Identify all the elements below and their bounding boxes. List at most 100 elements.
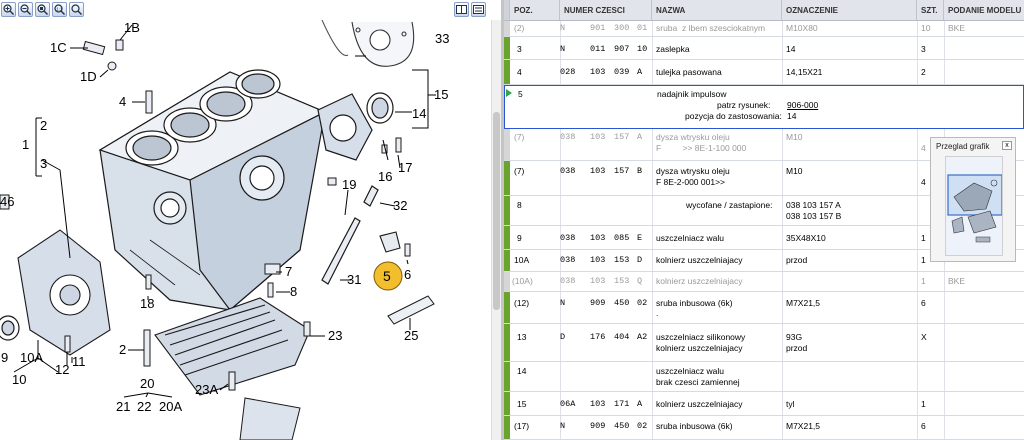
cell-szt: 1 — [921, 276, 926, 286]
table-row[interactable]: 13 D 176 404 A2 uszczelniacz silikonowy … — [504, 324, 1024, 362]
table-row[interactable]: (17) N 909 450 02 sruba inbusowa (6k) M7… — [504, 416, 1024, 440]
table-row[interactable]: (12) N 909 450 02 sruba inbusowa (6k) . … — [504, 292, 1024, 324]
cell-poz: (7) — [514, 166, 525, 176]
callout-20[interactable]: 20 — [140, 376, 154, 391]
close-icon[interactable]: x — [1002, 141, 1012, 150]
callout-6[interactable]: 6 — [404, 267, 411, 282]
cell-poz: 5 — [518, 89, 523, 99]
cell-p2: 103 — [590, 132, 606, 142]
svg-text:1:1: 1:1 — [56, 6, 63, 11]
table-header: POZ. NUMER CZESCI NAZWA OZNACZENIE SZT. … — [504, 0, 1024, 21]
callout-31[interactable]: 31 — [347, 272, 361, 287]
table-row[interactable]: 8 wycofane / zastapione: 038 103 157 A 0… — [504, 196, 1024, 226]
callout-18[interactable]: 18 — [140, 296, 154, 311]
table-row[interactable]: (10A) 038 103 153 Q kolnierz uszczelniaj… — [504, 272, 1024, 292]
split-view-icon[interactable] — [454, 2, 469, 17]
magnifier-icon[interactable] — [69, 2, 84, 17]
impulse-sender-part-5[interactable] — [379, 231, 401, 253]
callout-16[interactable]: 16 — [378, 169, 392, 184]
table-row[interactable]: (7) 038 103 157 A dysza wtrysku oleju F … — [504, 129, 1024, 161]
table-row[interactable]: (7) 038 103 157 B dysza wtrysku oleju F … — [504, 161, 1024, 196]
oil-pan-part-23[interactable] — [154, 297, 311, 396]
cell-szt: 4 — [921, 177, 926, 187]
callout-7[interactable]: 7 — [285, 264, 292, 279]
callout-10a[interactable]: 10A — [20, 350, 43, 365]
callout-1b[interactable]: 1B — [124, 20, 140, 35]
cell-ozn: 14,15X21 — [786, 67, 823, 77]
callout-23[interactable]: 23 — [328, 328, 342, 343]
zoom-out-icon[interactable] — [18, 2, 33, 17]
callout-5[interactable]: 5 — [383, 268, 391, 284]
table-row[interactable]: 10A 038 103 153 D kolnierz uszczelniajac… — [504, 250, 1024, 272]
dipstick-tube-part-31[interactable] — [321, 185, 379, 285]
pane-splitter[interactable] — [501, 0, 504, 440]
col-numer[interactable]: NUMER CZESCI — [560, 0, 652, 20]
callout-12[interactable]: 12 — [55, 362, 69, 377]
cell-p2: 103 — [590, 233, 606, 243]
col-szt[interactable]: SZT. — [917, 0, 944, 20]
row-marker — [504, 272, 510, 291]
row-marker — [504, 196, 510, 225]
col-poz[interactable]: POZ. — [510, 0, 560, 20]
callout-2-top[interactable]: 2 — [40, 118, 47, 133]
row-marker — [504, 416, 510, 439]
row-marker — [504, 250, 510, 271]
callout-20a[interactable]: 20A — [159, 399, 182, 414]
callout-21[interactable]: 21 — [116, 399, 130, 414]
callout-5-highlight[interactable] — [373, 261, 403, 291]
cell-p2: 103 — [590, 399, 606, 409]
callout-2[interactable]: 2 — [119, 342, 126, 357]
callout-10[interactable]: 10 — [12, 372, 26, 387]
table-row[interactable]: 4 028 103 039 A tulejka pasowana 14,15X2… — [504, 60, 1024, 85]
callout-1d[interactable]: 1D — [80, 69, 97, 84]
seal-flange-part-15[interactable] — [317, 92, 394, 161]
list-view-icon[interactable] — [471, 2, 486, 17]
zoom-actual-size-icon[interactable]: 1:1 — [52, 2, 67, 17]
callout-23a[interactable]: 23A — [195, 382, 218, 397]
graphics-overview-panel[interactable]: Przeglad grafik x — [930, 137, 1016, 262]
table-row[interactable]: 3 N 011 907 10 zaslepka 14 3 — [504, 37, 1024, 60]
callout-1c[interactable]: 1C — [50, 40, 67, 55]
col-nazwa[interactable]: NAZWA — [652, 0, 782, 20]
cell-p3: 171 — [614, 399, 630, 409]
cell-p1: 038 — [560, 276, 576, 286]
table-row[interactable]: (2) N 901 300 01 sruba z lbem szesciokat… — [504, 21, 1024, 37]
callout-33[interactable]: 33 — [435, 31, 449, 46]
zoom-fit-icon[interactable] — [35, 2, 50, 17]
zoom-in-icon[interactable] — [1, 2, 16, 17]
callout-19[interactable]: 19 — [342, 177, 356, 192]
callout-3[interactable]: 3 — [40, 156, 47, 171]
cell-p1: N — [560, 23, 566, 33]
diagram-scrollbar[interactable] — [491, 20, 501, 440]
callout-32[interactable]: 32 — [393, 198, 407, 213]
callout-4[interactable]: 4 — [119, 94, 126, 109]
table-row[interactable]: 15 06A 103 171 A kolnierz uszczelniajacy… — [504, 392, 1024, 416]
cell-p3: 450 — [614, 298, 630, 308]
cell-poz: 10A — [514, 255, 530, 265]
scrollbar-thumb[interactable] — [493, 112, 500, 310]
callout-46[interactable]: 46 — [0, 194, 14, 209]
callout-15[interactable]: 15 — [434, 87, 448, 102]
callout-14[interactable]: 14 — [412, 106, 426, 121]
callout-17[interactable]: 17 — [398, 160, 412, 175]
col-oznaczenie[interactable]: OZNACZENIE — [782, 0, 917, 20]
callout-9[interactable]: 9 — [1, 350, 8, 365]
col-podanie[interactable]: PODANIE MODELU — [948, 6, 1022, 15]
sealant-tube-part-25[interactable] — [387, 295, 435, 325]
lower-oil-pan[interactable] — [239, 397, 301, 440]
gasket-part-33[interactable] — [321, 20, 415, 67]
table-row[interactable]: 14 uszczelniacz walu brak czesci zamienn… — [504, 362, 1024, 392]
shaft-seal-part-9[interactable] — [0, 315, 20, 341]
table-row-selected[interactable]: 5 nadajnik impulsow patrz rysunek: 906-0… — [504, 85, 1024, 129]
callout-22[interactable]: 22 — [137, 399, 151, 414]
drawing-link[interactable]: 906-000 — [787, 100, 819, 110]
engine-block-part-1[interactable] — [98, 69, 327, 311]
callout-25[interactable]: 25 — [404, 328, 418, 343]
callout-1[interactable]: 1 — [22, 137, 29, 152]
callout-8[interactable]: 8 — [290, 284, 297, 299]
front-cover-part-10a[interactable] — [17, 229, 111, 356]
overview-thumbnail[interactable] — [945, 156, 1003, 256]
table-row[interactable]: 9 038 103 085 E uszczelniacz walu 35X48X… — [504, 226, 1024, 250]
cell-szt: 10 — [921, 23, 931, 33]
callout-11[interactable]: 11 — [72, 354, 86, 369]
